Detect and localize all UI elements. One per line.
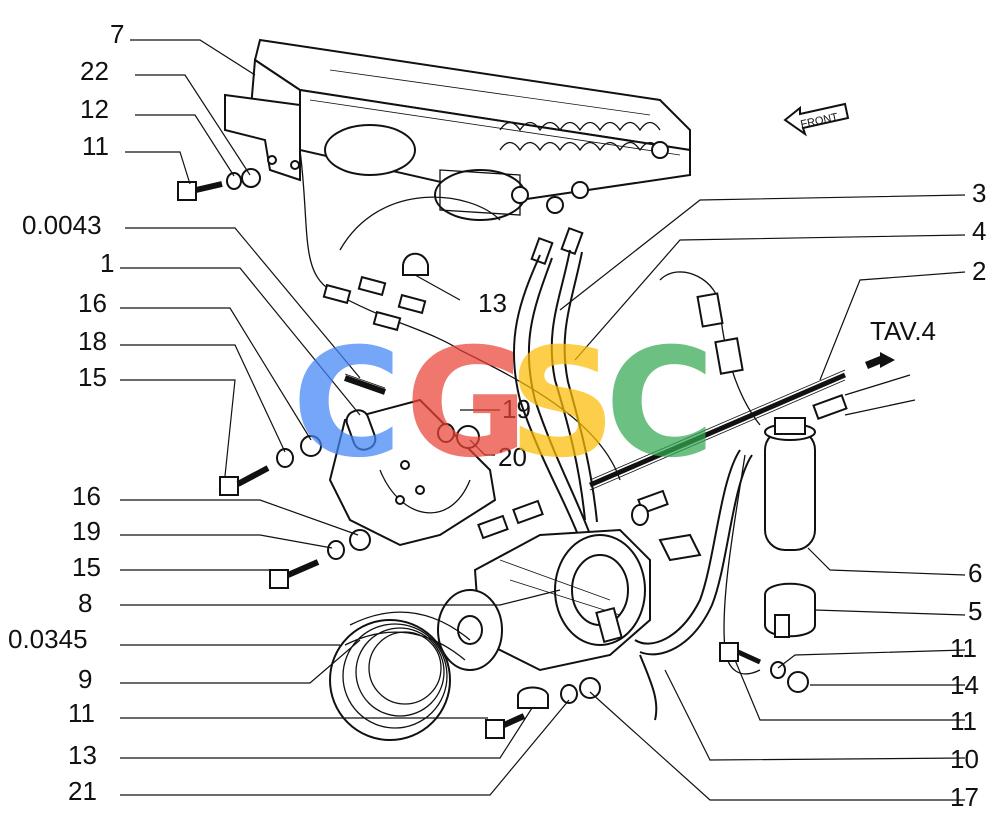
callouts-inner: 13 19 20 — [478, 288, 531, 472]
callout-20-inner: 20 — [498, 442, 527, 472]
evaporator-unit — [224, 38, 691, 266]
callout-4: 4 — [972, 216, 986, 246]
watermark-letter-4: C — [605, 317, 715, 491]
callout-9: 9 — [78, 664, 92, 694]
threaded-rod — [589, 369, 846, 491]
callout-11c: 11 — [950, 633, 977, 663]
callouts-right: 3 4 2 6 5 11 14 11 10 17 — [950, 178, 986, 812]
callout-0.0043: 0.0043 — [22, 210, 102, 240]
callout-16: 16 — [78, 288, 107, 318]
discharge-hose — [634, 449, 761, 675]
stud — [344, 373, 386, 395]
callout-11: 11 — [82, 131, 109, 161]
callout-21: 21 — [68, 776, 97, 806]
callout-11d: 11 — [950, 706, 977, 736]
callout-6: 6 — [968, 558, 982, 588]
leader-lines — [120, 39, 966, 801]
watermark: C G S C — [292, 317, 715, 491]
callout-7: 7 — [110, 19, 124, 49]
receiver-drier — [764, 417, 816, 551]
callout-10: 10 — [950, 744, 979, 774]
callout-13-inner: 13 — [478, 288, 507, 318]
callout-14: 14 — [950, 670, 979, 700]
tav-reference-label: TAV.4 — [870, 316, 936, 346]
compressor — [437, 489, 702, 672]
callout-17: 17 — [950, 782, 979, 812]
callout-2: 2 — [972, 256, 986, 286]
callout-8: 8 — [78, 588, 92, 618]
callout-19: 19 — [72, 516, 101, 546]
watermark-letter-3: S — [508, 317, 616, 491]
front-arrow: FRONT — [783, 102, 850, 137]
callout-18: 18 — [78, 326, 107, 356]
callout-22: 22 — [80, 56, 109, 86]
callout-11b: 11 — [68, 698, 95, 728]
watermark-letter-1: C — [292, 317, 402, 491]
refrigerant-hoses — [512, 249, 598, 541]
callout-13: 13 — [68, 740, 97, 770]
callout-3: 3 — [972, 178, 986, 208]
callout-0.0345: 0.0345 — [8, 624, 88, 654]
callout-19-inner: 19 — [502, 394, 531, 424]
callout-5: 5 — [968, 596, 982, 626]
callout-15b: 15 — [72, 552, 101, 582]
hose-clip — [639, 654, 658, 721]
wiring-harness — [299, 149, 621, 481]
pressure-switch — [659, 271, 916, 426]
fasteners — [177, 168, 809, 739]
tav-arrow — [865, 352, 895, 369]
callout-12: 12 — [80, 94, 109, 124]
pulley-belt — [329, 611, 471, 741]
watermark-letter-2: G — [405, 317, 528, 491]
callout-16b: 16 — [72, 481, 101, 511]
callout-1: 1 — [100, 248, 114, 278]
callout-15: 15 — [78, 362, 107, 392]
drier-clamp — [764, 582, 816, 638]
callouts-left: 7 22 12 11 0.0043 1 16 18 15 16 19 15 8 … — [8, 19, 124, 806]
